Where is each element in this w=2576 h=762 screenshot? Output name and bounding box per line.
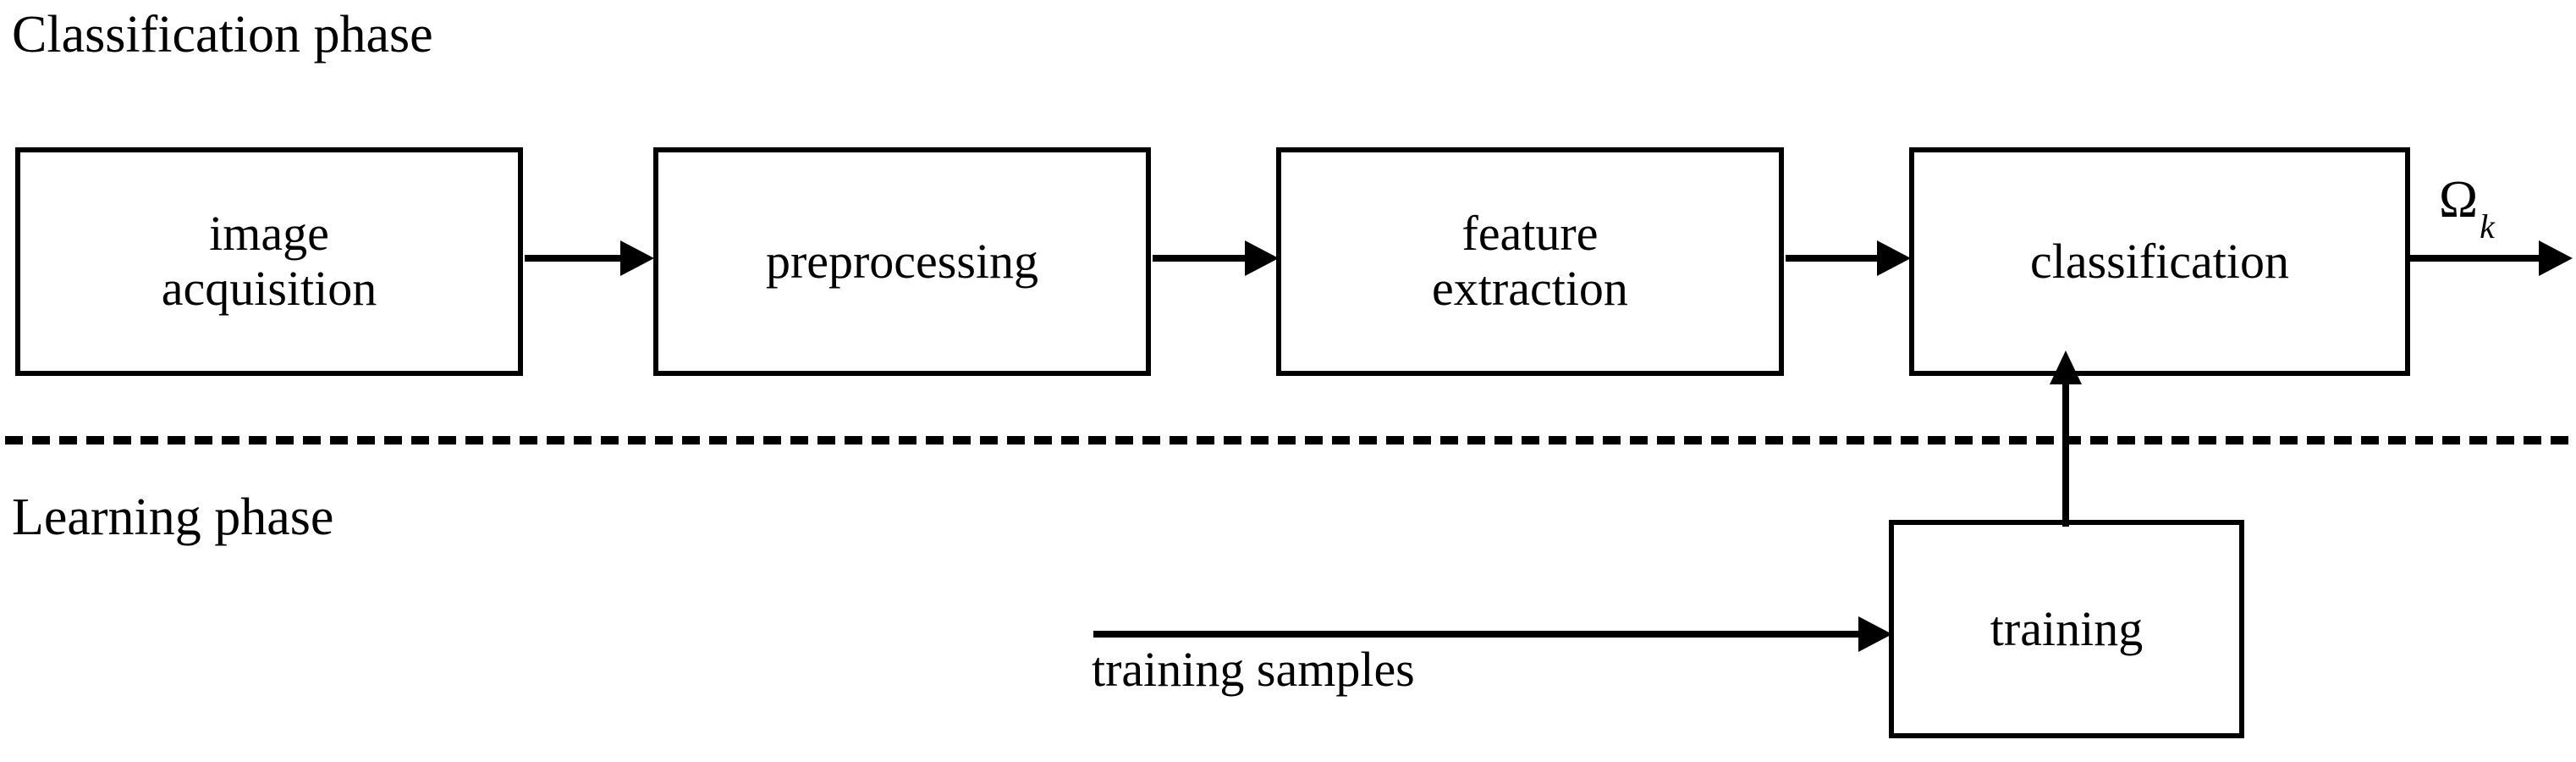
- node-feature-extraction-label: feature extraction: [1432, 206, 1628, 316]
- arrow-right-icon: [1877, 240, 1911, 276]
- connector-preprocessing-to-feature-extraction-line: [1153, 255, 1247, 262]
- connector-feature-extraction-to-classification-line: [1786, 255, 1879, 262]
- node-preprocessing[interactable]: preprocessing: [653, 147, 1151, 376]
- arrow-right-icon: [1245, 240, 1279, 276]
- training-samples-caption: training samples: [1092, 642, 1415, 697]
- omega-subscript: k: [2480, 207, 2495, 246]
- node-preprocessing-label: preprocessing: [765, 233, 1039, 289]
- connector-classification-to-output-line: [2410, 255, 2542, 262]
- arrow-right-icon: [620, 240, 654, 276]
- node-training-label: training: [1990, 600, 2144, 656]
- connector-acquisition-to-preprocessing-line: [525, 255, 626, 262]
- output-class-symbol: Ωk: [2439, 171, 2495, 244]
- node-feature-extraction[interactable]: feature extraction: [1276, 147, 1784, 376]
- arrow-up-icon: [2050, 351, 2082, 384]
- node-image-acquisition-label: image acquisition: [161, 206, 377, 316]
- classification-phase-title: Classification phase: [12, 6, 433, 64]
- connector-training-samples-to-training-line: [1093, 631, 1865, 638]
- omega-glyph: Ω: [2439, 171, 2479, 229]
- arrow-right-icon: [1858, 616, 1892, 652]
- node-image-acquisition[interactable]: image acquisition: [15, 147, 523, 376]
- node-classification-label: classification: [2029, 233, 2289, 289]
- node-classification[interactable]: classification: [1909, 147, 2410, 376]
- arrow-right-icon: [2539, 240, 2573, 276]
- learning-phase-title: Learning phase: [12, 489, 334, 546]
- node-training[interactable]: training: [1889, 520, 2244, 738]
- connector-training-to-classification-line: [2062, 383, 2069, 527]
- phase-divider: [5, 436, 2569, 444]
